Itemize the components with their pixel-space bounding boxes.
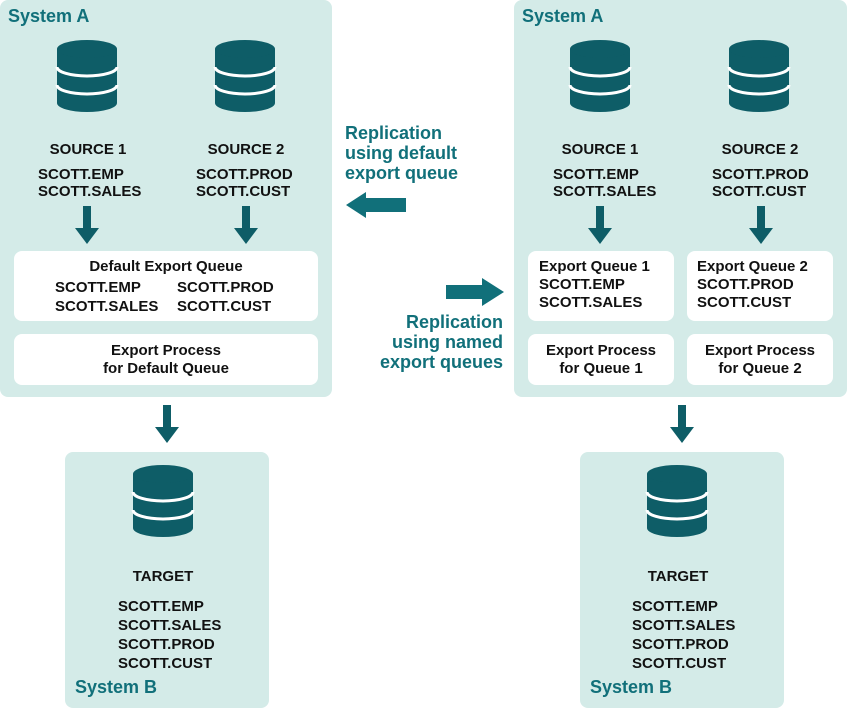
down-arrow-icon <box>75 206 99 244</box>
table-name: SCOTT.EMP <box>55 279 141 296</box>
table-name: SCOTT.SALES <box>38 183 142 200</box>
export-process-queue-2-box: Export Process for Queue 2 <box>687 334 833 385</box>
table-name: SCOTT.EMP <box>118 598 204 615</box>
database-icon <box>727 40 791 112</box>
process-line: for Queue 1 <box>559 360 643 377</box>
table-name: SCOTT.CUST <box>177 298 272 315</box>
caption-line: using default <box>345 143 457 163</box>
table-name: SCOTT.EMP <box>553 166 639 183</box>
left-system-b-title: System B <box>75 677 158 697</box>
down-arrow-icon <box>234 206 258 244</box>
right-system-a-panel <box>514 0 847 397</box>
target-tables: SCOTT.EMP SCOTT.SALES SCOTT.PROD SCOTT.C… <box>118 597 221 673</box>
table-name: SCOTT.SALES <box>553 183 657 200</box>
process-line: Export Process <box>545 342 657 359</box>
process-line: Export Process <box>704 342 816 359</box>
queue-tables-col2: SCOTT.PROD SCOTT.CUST <box>177 278 274 316</box>
left-arrow-icon <box>346 192 406 218</box>
table-name: SCOTT.EMP <box>38 166 124 183</box>
left-system-a-title: System A <box>8 6 90 26</box>
caption-line: Replication <box>345 123 443 143</box>
target-tables: SCOTT.EMP SCOTT.SALES SCOTT.PROD SCOTT.C… <box>632 597 735 673</box>
queue-title: Export Queue 2 <box>697 258 808 275</box>
export-queue-1-box: Export Queue 1 SCOTT.EMP SCOTT.SALES <box>528 251 674 321</box>
source-1-label: SOURCE 1 <box>561 141 639 158</box>
right-arrow-icon <box>446 278 504 306</box>
down-arrow-icon <box>155 405 179 443</box>
database-icon <box>568 40 632 112</box>
table-name: SCOTT.SALES <box>55 298 159 315</box>
named-replication-caption: Replication using named export queues <box>355 312 503 372</box>
right-system-b-title: System B <box>590 677 673 697</box>
table-name: SCOTT.EMP <box>539 276 625 293</box>
source-1-label: SOURCE 1 <box>49 141 127 158</box>
export-process-default-box: Export Process for Default Queue <box>14 334 318 385</box>
down-arrow-icon <box>588 206 612 244</box>
table-name: SCOTT.PROD <box>712 166 809 183</box>
table-name: SCOTT.PROD <box>177 279 274 296</box>
source-2-tables: SCOTT.PROD SCOTT.CUST <box>196 166 293 200</box>
queue-title: Export Queue 1 <box>539 258 650 275</box>
source-2-label: SOURCE 2 <box>207 141 285 158</box>
table-name: SCOTT.SALES <box>539 294 643 311</box>
table-name: SCOTT.PROD <box>697 276 794 293</box>
database-icon <box>55 40 119 112</box>
table-name: SCOTT.CUST <box>712 183 807 200</box>
target-label: TARGET <box>647 568 709 585</box>
source-2-tables: SCOTT.PROD SCOTT.CUST <box>712 166 809 200</box>
left-system-a-panel <box>0 0 332 397</box>
table-name: SCOTT.CUST <box>118 655 213 672</box>
caption-line: Replication <box>405 312 503 332</box>
source-1-tables: SCOTT.EMP SCOTT.SALES <box>553 166 656 200</box>
target-label: TARGET <box>132 568 194 585</box>
source-1-tables: SCOTT.EMP SCOTT.SALES <box>38 166 141 200</box>
export-process-queue-1-box: Export Process for Queue 1 <box>528 334 674 385</box>
process-line: for Queue 2 <box>718 360 802 377</box>
queue-title: Default Export Queue <box>89 258 243 275</box>
table-name: SCOTT.PROD <box>632 636 729 653</box>
process-line: Export Process <box>110 342 222 359</box>
source-2-label: SOURCE 2 <box>721 141 799 158</box>
table-name: SCOTT.SALES <box>632 617 736 634</box>
right-system-a-title: System A <box>522 6 604 26</box>
default-export-queue-box: Default Export Queue SCOTT.EMP SCOTT.SAL… <box>14 251 318 321</box>
table-name: SCOTT.SALES <box>118 617 222 634</box>
table-name: SCOTT.PROD <box>118 636 215 653</box>
down-arrow-icon <box>670 405 694 443</box>
caption-line: using named <box>391 332 503 352</box>
database-icon <box>213 40 277 112</box>
table-name: SCOTT.PROD <box>196 166 293 183</box>
process-line: for Default Queue <box>103 360 229 377</box>
table-name: SCOTT.CUST <box>632 655 727 672</box>
down-arrow-icon <box>749 206 773 244</box>
table-name: SCOTT.CUST <box>697 294 792 311</box>
caption-line: export queues <box>379 352 503 372</box>
database-icon <box>131 465 195 537</box>
queue-tables-col1: SCOTT.EMP SCOTT.SALES <box>55 278 158 316</box>
export-queue-2-box: Export Queue 2 SCOTT.PROD SCOTT.CUST <box>687 251 833 321</box>
caption-line: export queue <box>345 163 459 183</box>
table-name: SCOTT.EMP <box>632 598 718 615</box>
table-name: SCOTT.CUST <box>196 183 291 200</box>
default-replication-caption: Replication using default export queue <box>345 123 458 183</box>
database-icon <box>645 465 709 537</box>
